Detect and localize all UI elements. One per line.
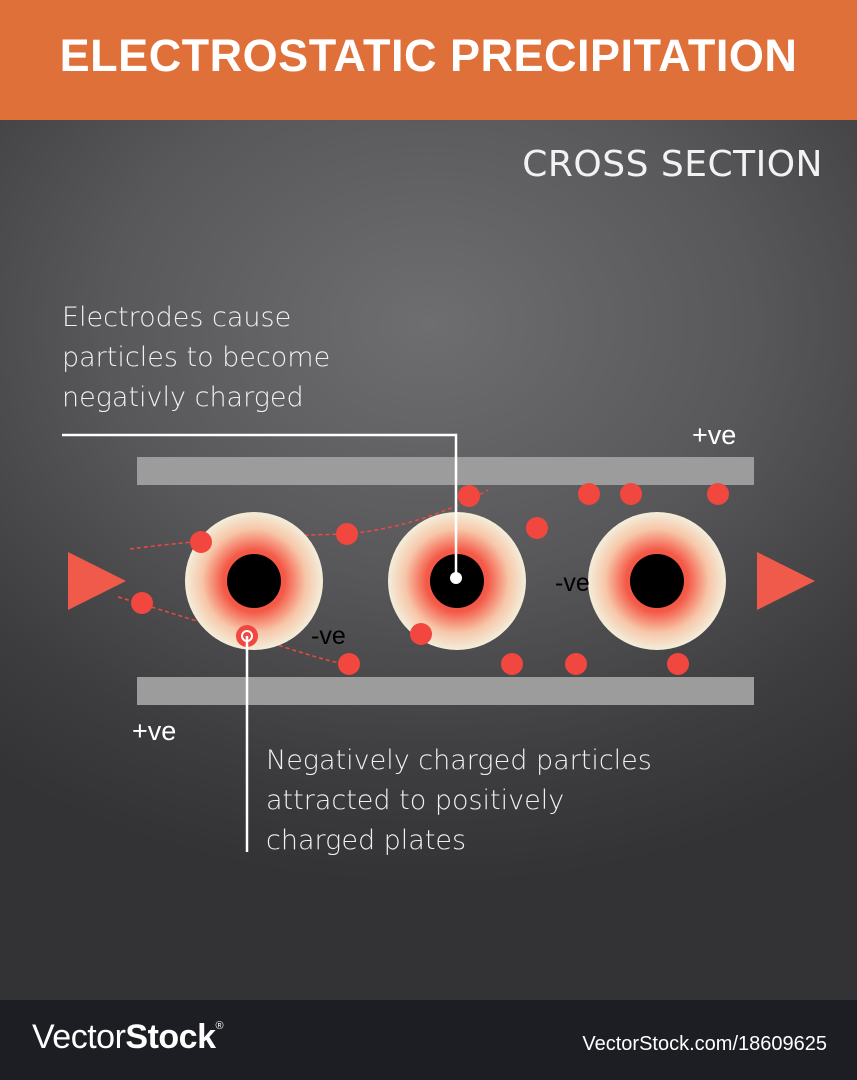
plate-top-charge-label: +ve xyxy=(692,420,736,450)
particle xyxy=(336,523,358,545)
electrode-charge-label-2: -ve xyxy=(555,569,590,597)
electrode-core xyxy=(227,554,281,608)
top-plate xyxy=(137,457,754,485)
callout-dot xyxy=(450,572,462,584)
caption-line: Negatively charged particles xyxy=(266,745,652,776)
registered-mark: ® xyxy=(215,1020,224,1032)
electrode-3 xyxy=(588,512,726,650)
page-title: ELECTROSTATIC PRECIPITATION xyxy=(59,30,798,81)
particle xyxy=(578,483,600,505)
inlet-arrow-icon xyxy=(68,552,126,610)
electrode-1 xyxy=(185,512,323,650)
particle xyxy=(338,653,360,675)
caption-line: Electrodes cause xyxy=(62,302,292,333)
footer-bar xyxy=(0,1000,857,1080)
particle xyxy=(526,517,548,539)
electrode-charge-label-1: -ve xyxy=(311,622,346,650)
page-subtitle: CROSS SECTION xyxy=(522,144,823,185)
particle xyxy=(620,483,642,505)
image-id-text: VectorStock.com/18609625 xyxy=(582,1033,827,1055)
header-banner xyxy=(0,0,857,120)
particles xyxy=(131,483,729,675)
plate-caption: Negatively charged particles attracted t… xyxy=(266,741,652,861)
caption-line: attracted to positively xyxy=(266,785,565,816)
particle xyxy=(131,592,153,614)
brand-name-bold: Stock xyxy=(125,1018,216,1056)
particle xyxy=(410,623,432,645)
particle xyxy=(565,653,587,675)
particle xyxy=(707,483,729,505)
particle xyxy=(190,531,212,553)
electrode-caption: Electrodes cause particles to become neg… xyxy=(62,298,330,418)
particle xyxy=(667,653,689,675)
bottom-plate xyxy=(137,677,754,705)
brand-logo: VectorStock® xyxy=(32,1018,224,1057)
particle xyxy=(501,653,523,675)
caption-line: negativly charged xyxy=(62,382,304,413)
caption-line: charged plates xyxy=(266,825,467,856)
brand-name-light: Vector xyxy=(32,1018,126,1056)
caption-line: particles to become xyxy=(62,342,331,373)
electrode-core xyxy=(630,554,684,608)
outlet-arrow-icon xyxy=(757,552,815,610)
particle xyxy=(458,485,480,507)
plate-bottom-charge-label: +ve xyxy=(132,716,176,746)
callout-line-top xyxy=(62,433,458,578)
